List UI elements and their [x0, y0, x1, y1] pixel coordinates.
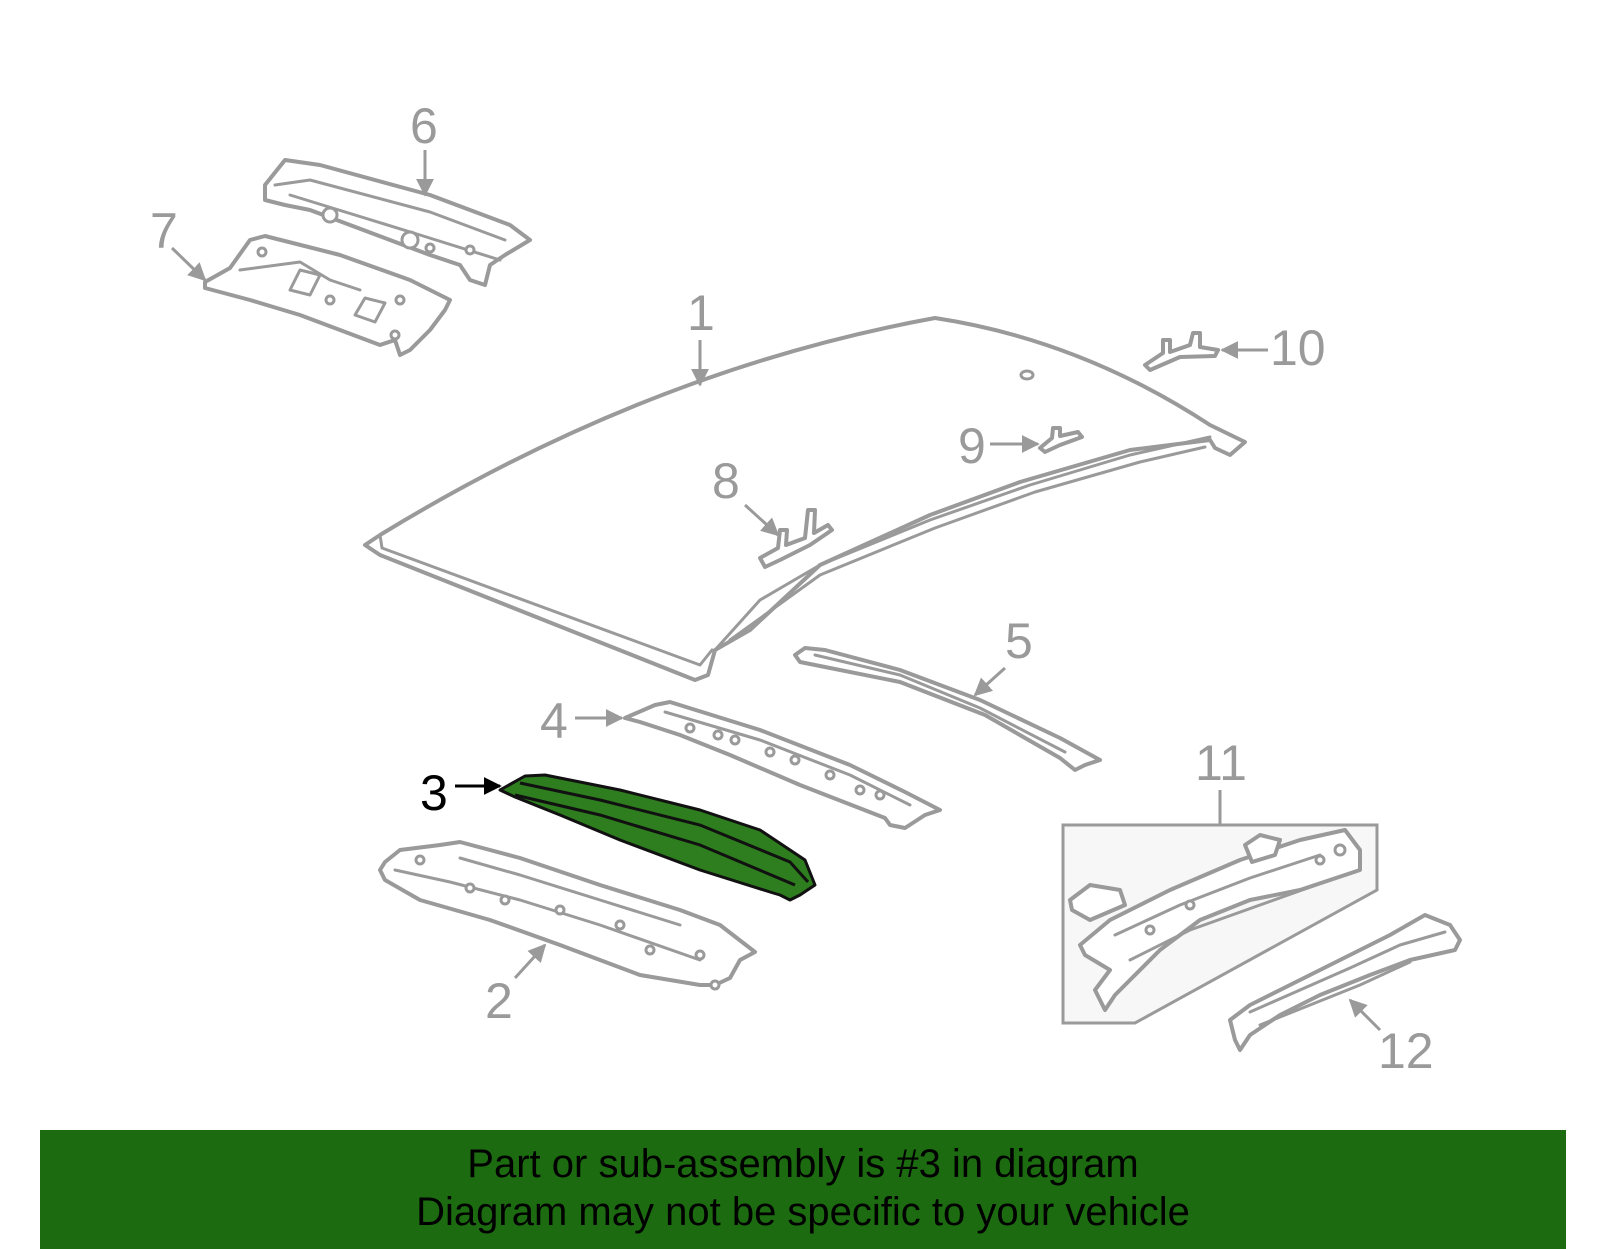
- header-panel-6-part[interactable]: [263, 158, 532, 287]
- callout-6: 6: [410, 98, 438, 154]
- side-rail-12-part[interactable]: [1228, 913, 1462, 1052]
- leader-2: [513, 943, 547, 980]
- roof-bow-3-part-highlighted[interactable]: [498, 773, 817, 902]
- banner-line-1: Part or sub-assembly is #3 in diagram: [467, 1142, 1139, 1186]
- banner-line-2: Diagram may not be specific to your vehi…: [416, 1190, 1190, 1234]
- side-rail-kit-11-box[interactable]: [1061, 823, 1379, 1025]
- callout-3: 3: [420, 765, 448, 821]
- bracket-10-part[interactable]: [1143, 331, 1220, 372]
- callout-9: 9: [958, 418, 986, 474]
- callout-11: 11: [1195, 735, 1247, 791]
- bracket-9-part[interactable]: [1038, 426, 1084, 454]
- callout-7: 7: [150, 203, 178, 259]
- roof-panel-part[interactable]: [363, 316, 1247, 682]
- callout-4: 4: [540, 693, 568, 749]
- callout-1: 1: [687, 285, 715, 341]
- header-panel-7-part[interactable]: [203, 234, 452, 357]
- front-header-2-part[interactable]: [378, 840, 757, 991]
- leader-12: [1348, 998, 1382, 1032]
- leader-5: [973, 666, 1007, 697]
- leader-7: [170, 246, 207, 282]
- info-banner: Part or sub-assembly is #3 in diagram Di…: [40, 1130, 1566, 1249]
- callout-12: 12: [1378, 1023, 1434, 1079]
- callout-10: 10: [1270, 320, 1326, 376]
- roof-bow-5-part[interactable]: [793, 646, 1102, 772]
- leader-8: [743, 503, 780, 537]
- callout-5: 5: [1005, 613, 1033, 669]
- bracket-8-part[interactable]: [758, 508, 834, 569]
- callout-2: 2: [485, 973, 513, 1029]
- callout-8: 8: [712, 453, 740, 509]
- roof-bow-4-part[interactable]: [623, 700, 942, 830]
